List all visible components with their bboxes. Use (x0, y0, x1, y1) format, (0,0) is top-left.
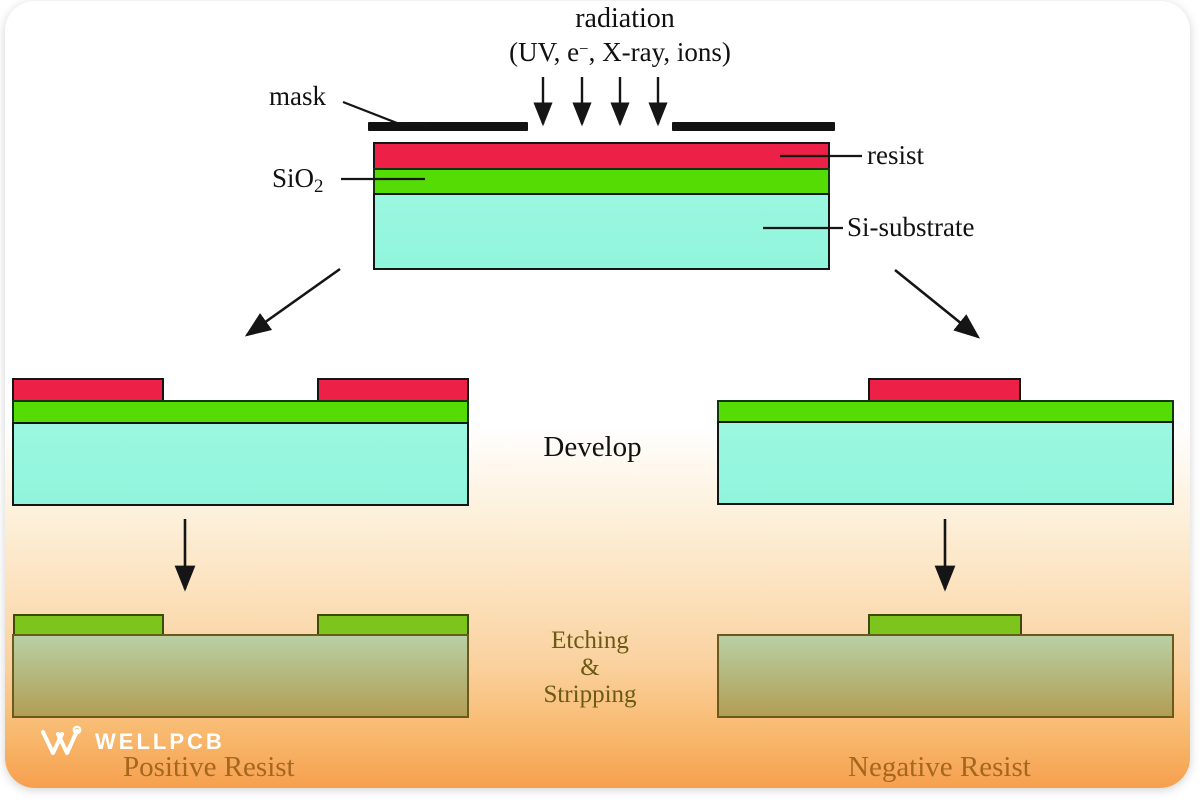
positive-sio2-layer (12, 400, 469, 424)
branch-arrow-left (244, 267, 341, 337)
top-sio2-layer (373, 168, 830, 195)
radiation-sources-label: (UV, e−, X-ray, ions) (460, 37, 780, 68)
radiation-sources-pre: (UV, e (509, 37, 580, 67)
sio2-label-base: SiO (272, 163, 315, 193)
top-si-substrate (373, 193, 830, 270)
positive-etched-oxide-right (317, 614, 469, 636)
negative-etched-substrate (717, 634, 1174, 718)
radiation-sources-post: , X-ray, ions) (588, 37, 731, 67)
mask-bar-right (672, 122, 835, 131)
positive-si-substrate (12, 422, 469, 506)
negative-resist-caption: Negative Resist (848, 751, 1031, 783)
sio2-label-sub: 2 (314, 176, 324, 197)
etching-stripping-label: Etching & Stripping (500, 627, 680, 708)
positive-resist-block-left (12, 378, 164, 402)
etching-line3: Stripping (543, 681, 637, 708)
top-resist-layer (373, 142, 830, 170)
wellpcb-logo-text: WELLPCB (95, 729, 225, 754)
develop-label: Develop (543, 431, 642, 463)
negative-resist-block (868, 378, 1021, 402)
si-substrate-label: Si-substrate (847, 212, 975, 242)
negative-sio2-layer (717, 400, 1174, 423)
diagram-card: radiation (UV, e−, X-ray, ions) mask SiO… (5, 1, 1190, 788)
radiation-label: radiation (575, 3, 675, 34)
etching-line2: & (580, 654, 600, 681)
etching-line1: Etching (551, 627, 629, 654)
positive-resist-caption: Positive Resist (123, 751, 295, 783)
sio2-label: SiO2 (272, 163, 323, 198)
negative-si-substrate (717, 421, 1174, 505)
radiation-sources-sup: − (579, 39, 589, 58)
mask-label: mask (269, 81, 326, 111)
resist-label: resist (867, 140, 924, 170)
wellpcb-logo-icon (41, 725, 82, 755)
radiation-arrows (533, 77, 668, 127)
positive-etched-substrate (12, 634, 469, 718)
mask-bar-left (368, 122, 528, 131)
positive-etched-oxide-left (13, 614, 164, 636)
wellpcb-logo: WELLPCB (39, 725, 225, 759)
positive-resist-block-right (317, 378, 469, 402)
branch-arrow-right (894, 268, 981, 339)
